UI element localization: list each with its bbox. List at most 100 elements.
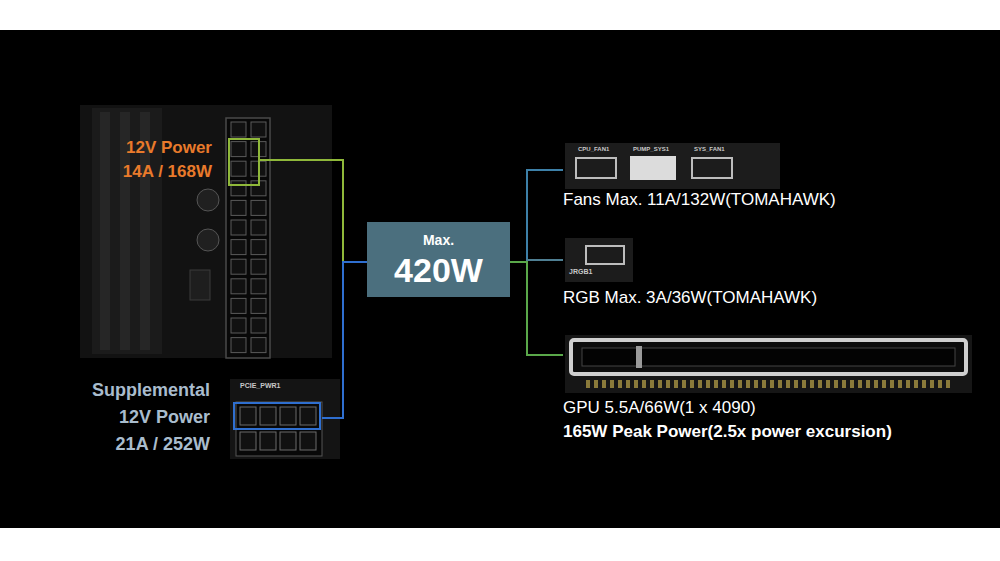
- pcb-panel: [565, 335, 972, 393]
- pin: [240, 432, 256, 450]
- pin: [850, 380, 854, 388]
- pin: [231, 279, 246, 294]
- pin-highlight: [234, 403, 320, 429]
- rgb-header: [586, 246, 624, 264]
- pin: [690, 380, 694, 388]
- pin-header-name: JRGB1: [569, 268, 592, 275]
- power-source: Supplemental 12V Power21A / 252W: [58, 377, 322, 459]
- slot-key: [636, 346, 642, 368]
- pin: [794, 380, 798, 388]
- pcb-panel: [230, 379, 340, 459]
- connector-pins: [231, 122, 266, 353]
- chip: [190, 270, 210, 300]
- pin-header-name: PCIE_PWR1: [240, 382, 280, 389]
- pump-header: [630, 156, 676, 180]
- pcb-panel: [565, 238, 633, 282]
- pin: [231, 240, 246, 255]
- pin: [602, 380, 606, 388]
- pin: [231, 200, 246, 215]
- pin: [906, 380, 910, 388]
- pin: [946, 380, 950, 388]
- pin: [674, 380, 678, 388]
- pin-highlight: [229, 139, 259, 185]
- pin: [802, 380, 806, 388]
- pin: [231, 181, 246, 196]
- pin: [874, 380, 878, 388]
- node-heading: GPU 5.5A/66W(1 x 4090): [563, 397, 975, 419]
- pin: [231, 142, 246, 157]
- pin: [890, 380, 894, 388]
- pin: [834, 380, 838, 388]
- capacitor: [197, 229, 219, 251]
- pin: [251, 338, 266, 353]
- pin: [770, 380, 774, 388]
- pin: [914, 380, 918, 388]
- fan-header: [692, 158, 732, 178]
- node-value: 165W Peak Power(2.5x power excursion): [563, 421, 975, 443]
- pin: [251, 298, 266, 313]
- pin: [746, 380, 750, 388]
- pin: [280, 407, 296, 425]
- pin: [231, 259, 246, 274]
- pin: [706, 380, 710, 388]
- load-block: GPU 5.5A/66W(1 x 4090)165W Peak Power(2.…: [563, 333, 975, 445]
- power-wire: [510, 260, 563, 262]
- pin: [251, 279, 266, 294]
- power-wire: [258, 160, 367, 262]
- pin: [898, 380, 902, 388]
- capacitor: [197, 189, 219, 211]
- pin: [251, 122, 266, 137]
- pin: [642, 380, 646, 388]
- pin: [300, 407, 316, 425]
- node-heading: Fans Max. 11A/132W(TOMAHAWK): [563, 189, 903, 211]
- pin: [251, 240, 266, 255]
- pin: [260, 432, 276, 450]
- pin: [866, 380, 870, 388]
- pin: [251, 318, 266, 333]
- pin-header-name: CPU_FAN1: [578, 146, 609, 152]
- pin: [738, 380, 742, 388]
- pin-header-name: PUMP_SYS1: [633, 146, 669, 152]
- pin: [698, 380, 702, 388]
- pin: [280, 432, 296, 450]
- pin: [586, 380, 590, 388]
- pin: [818, 380, 822, 388]
- pin: [231, 122, 246, 137]
- pin: [826, 380, 830, 388]
- pin: [251, 200, 266, 215]
- pin: [938, 380, 942, 388]
- pin: [730, 380, 734, 388]
- power-wire: [322, 262, 367, 418]
- pin: [858, 380, 862, 388]
- pin: [666, 380, 670, 388]
- pin: [882, 380, 886, 388]
- power-wire: [510, 262, 563, 355]
- pin: [251, 220, 266, 235]
- atx-24pin-connector: [226, 118, 270, 358]
- pin: [714, 380, 718, 388]
- pin: [778, 380, 782, 388]
- motherboard-pcb: [80, 105, 332, 358]
- pin: [251, 259, 266, 274]
- pin: [231, 220, 246, 235]
- node-value: 14A / 168W: [100, 161, 212, 183]
- pin: [762, 380, 766, 388]
- pcie-slot: [571, 340, 966, 374]
- pin: [240, 407, 256, 425]
- slot-pins: [586, 380, 950, 388]
- pin: [930, 380, 934, 388]
- node-heading: RGB Max. 3A/36W(TOMAHAWK): [563, 287, 883, 309]
- node-heading: 12V Power: [100, 137, 212, 159]
- fan-header: [576, 158, 616, 178]
- load-block: RGB Max. 3A/36W(TOMAHAWK): [563, 236, 883, 310]
- pin: [786, 380, 790, 388]
- pin: [922, 380, 926, 388]
- pin: [231, 318, 246, 333]
- node-heading: Max.: [367, 231, 510, 249]
- pin: [618, 380, 622, 388]
